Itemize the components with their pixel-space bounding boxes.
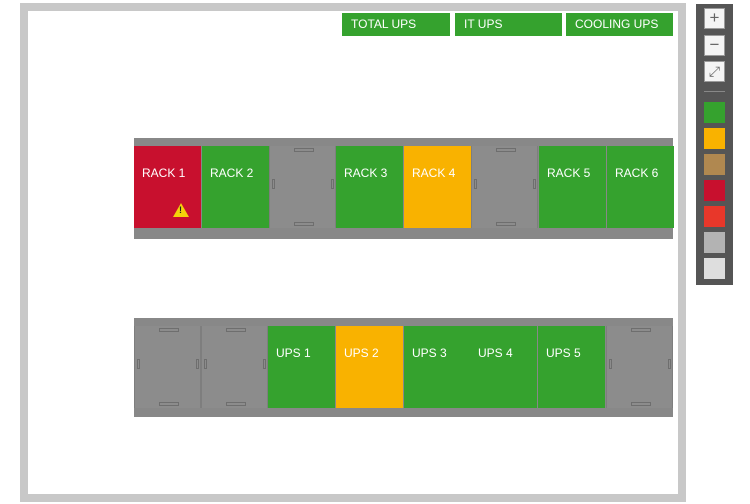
rack-label: RACK 1 (142, 166, 186, 180)
slot-marker (533, 179, 536, 189)
rack-tile-rack-4[interactable]: RACK 4 (404, 146, 471, 228)
rack-empty-slot[interactable] (471, 146, 538, 228)
slot-marker (204, 359, 207, 369)
ups-label: UPS 3 (412, 346, 447, 360)
zoom-out-icon[interactable]: − (704, 35, 725, 56)
ups-label: UPS 1 (276, 346, 311, 360)
color-swatch-1[interactable] (704, 102, 725, 123)
slot-marker (158, 402, 179, 406)
color-swatch-5[interactable] (704, 206, 725, 227)
fit-to-screen-icon[interactable]: ⤢ (704, 61, 725, 82)
cooling-ups-button[interactable]: COOLING UPS (566, 13, 673, 36)
map-toolbar: + − ⤢ (696, 4, 733, 285)
color-swatch-6[interactable] (704, 232, 725, 253)
slot-marker (225, 328, 246, 332)
ups-empty-slot[interactable] (134, 326, 201, 408)
color-swatch-4[interactable] (704, 180, 725, 201)
ups-label: UPS 5 (546, 346, 581, 360)
rack-label: RACK 4 (412, 166, 456, 180)
ups-label: UPS 2 (344, 346, 379, 360)
slot-marker (630, 402, 651, 406)
ups-empty-slot[interactable] (201, 326, 268, 408)
rack-tile-rack-3[interactable]: RACK 3 (336, 146, 403, 228)
slot-marker (474, 179, 477, 189)
slot-marker (331, 179, 334, 189)
rack-label: RACK 6 (615, 166, 659, 180)
ups-tile-ups-4[interactable]: UPS 4 (470, 326, 537, 408)
rack-tile-rack-1[interactable]: RACK 1! (134, 146, 201, 228)
rack-tile-rack-5[interactable]: RACK 5 (539, 146, 606, 228)
color-swatch-3[interactable] (704, 154, 725, 175)
warning-icon: ! (173, 203, 189, 217)
ups-empty-slot[interactable] (606, 326, 673, 408)
it-ups-button[interactable]: IT UPS (455, 13, 562, 36)
rack-label: RACK 5 (547, 166, 591, 180)
slot-marker (137, 359, 140, 369)
rack-tile-rack-2[interactable]: RACK 2 (202, 146, 269, 228)
color-swatch-2[interactable] (704, 128, 725, 149)
rack-empty-slot[interactable] (269, 146, 336, 228)
slot-marker (495, 222, 516, 226)
slot-marker (263, 359, 266, 369)
ups-tile-ups-5[interactable]: UPS 5 (538, 326, 605, 408)
slot-marker (293, 148, 314, 152)
floor-area (20, 3, 686, 502)
slot-marker (196, 359, 199, 369)
slot-marker (668, 359, 671, 369)
ups-tile-ups-1[interactable]: UPS 1 (268, 326, 335, 408)
slot-marker (272, 179, 275, 189)
rack-label: RACK 2 (210, 166, 254, 180)
total-ups-button[interactable]: TOTAL UPS (342, 13, 450, 36)
ups-label: UPS 4 (478, 346, 513, 360)
rack-label: RACK 3 (344, 166, 388, 180)
slot-marker (225, 402, 246, 406)
slot-marker (158, 328, 179, 332)
ups-tile-ups-3[interactable]: UPS 3 (404, 326, 471, 408)
slot-marker (495, 148, 516, 152)
slot-marker (609, 359, 612, 369)
slot-marker (630, 328, 651, 332)
rack-tile-rack-6[interactable]: RACK 6 (607, 146, 674, 228)
ups-tile-ups-2[interactable]: UPS 2 (336, 326, 403, 408)
color-swatch-7[interactable] (704, 258, 725, 279)
slot-marker (293, 222, 314, 226)
toolbar-divider (704, 91, 725, 92)
zoom-in-icon[interactable]: + (704, 8, 725, 29)
warning-icon-glyph: ! (179, 205, 182, 215)
